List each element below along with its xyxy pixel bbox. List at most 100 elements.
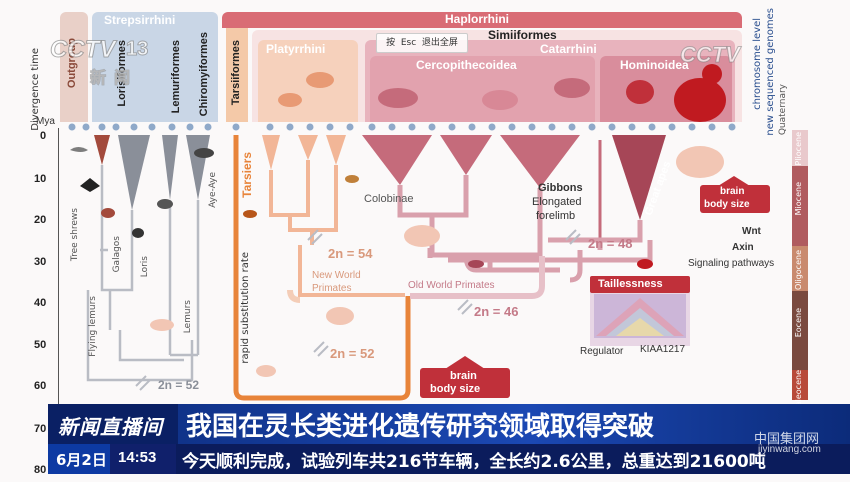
mya-label: Mya: [36, 116, 55, 127]
tree-shrews-label: Tree shrews: [70, 208, 80, 262]
chromosome-52-strep: 2n = 52: [158, 378, 200, 392]
cctv-logo: CCTV 13 新闻: [49, 36, 160, 88]
cercopithecoidea-label: Cercopithecoidea: [416, 58, 517, 72]
haplorrhini-header: [222, 12, 742, 28]
epoch-bar: [792, 130, 808, 400]
catarrhini-label: Catarrhini: [540, 42, 597, 56]
outgroup-cone: [94, 135, 110, 165]
ticker-text: 今天顺利完成，试验列车共216节车辆，全长约2.6公里，总重达到21600吨: [182, 452, 766, 472]
signaling-label: Signaling pathways: [688, 258, 775, 269]
flying-lemurs-label: Flying lemurs: [88, 296, 98, 357]
cctv-channel-number: 13: [125, 38, 149, 61]
cercopith-cone-2: [500, 135, 580, 188]
watermark-url: jiyinwang.com: [758, 444, 821, 455]
new-world-primates-label: Primates: [312, 283, 352, 294]
body-size-label-lower: body size: [430, 383, 481, 395]
platyrrhini-branches: [269, 160, 405, 297]
epoch-miocene: [792, 166, 808, 246]
gene-label: KIAA1217: [640, 344, 686, 355]
ticker-date: 6月2日: [56, 451, 107, 469]
genome-dot-row: [68, 123, 736, 131]
y-tick-20: 20: [34, 214, 47, 226]
tarsier-branch: [233, 135, 411, 401]
headline-text: 我国在灵长类进化遗传研究领域取得突破: [186, 412, 655, 442]
platyrrhini-branch-join: [287, 289, 301, 303]
chromosome-54: 2n = 54: [328, 246, 373, 261]
y-axis-line: [58, 128, 59, 473]
y-tick-70: 70: [34, 423, 47, 435]
platyrrhini-cone-2: [298, 135, 318, 160]
lemurs-label: Lemurs: [183, 300, 193, 334]
new-world-label: New World: [312, 270, 361, 281]
tailless-header: [590, 276, 690, 293]
y-tick-40: 40: [34, 297, 47, 309]
news-ticker: [48, 444, 850, 474]
news-program-logo: 新闻直播间: [48, 404, 178, 444]
simiiformes-label: Simiiformes: [488, 28, 557, 42]
catarrhini-branches: [397, 175, 653, 283]
aye-aye-label: Aye-Aye: [208, 172, 218, 208]
strep-branches: [86, 165, 200, 382]
old-world-join: [410, 256, 545, 299]
colobinae-cone: [362, 135, 432, 185]
strepsirrhini-header: [92, 12, 218, 122]
headline-banner: [48, 404, 850, 444]
epoch-pliocene: [792, 130, 808, 166]
y-tick-50: 50: [34, 339, 47, 351]
brain-body-box-upper: [700, 185, 770, 213]
chromosome-46: 2n = 46: [474, 304, 519, 319]
y-tick-30: 30: [34, 256, 47, 268]
loris-label: Loris: [140, 256, 150, 278]
rapid-rate-label: rapid substitution rate: [240, 252, 251, 364]
y-tick-60: 60: [34, 380, 47, 392]
epoch-paleocene: [792, 370, 808, 400]
gibbons-label: Gibbons: [538, 182, 583, 194]
ticker-date-box: 6月2日: [48, 444, 110, 474]
elongated-label: Elongated: [532, 196, 582, 208]
cctv-logo-text: CCTV: [49, 36, 116, 64]
brain-body-box-lower: [420, 368, 510, 398]
platyrrhini-label: Platyrrhini: [266, 42, 326, 56]
brain-label-lower: brain: [450, 370, 477, 382]
cercopith-cone: [440, 135, 492, 175]
y-tick-80: 80: [34, 464, 47, 476]
body-size-label-upper: body size: [704, 199, 750, 210]
platyrrhini-cone-3: [326, 135, 346, 165]
chromosome-48: 2n = 48: [588, 236, 633, 251]
cctv-channel-sub: 新闻: [89, 68, 139, 88]
great-apes-cone: [612, 135, 666, 220]
strepsirrhini-label: Strepsirrhini: [104, 13, 176, 27]
y-tick-10: 10: [34, 173, 47, 185]
small-animal-silhouettes: [70, 146, 724, 377]
tarsiiformes-header: [226, 12, 248, 122]
colobinae-label: Colobinae: [364, 193, 414, 205]
brain-label-upper: brain: [720, 186, 745, 197]
epoch-oligocene: [792, 246, 808, 291]
wnt-label: Wnt: [742, 226, 761, 237]
platyrrhini-cone-1: [262, 135, 280, 170]
epoch-eocene: [792, 291, 808, 370]
outgroup-header: [60, 12, 88, 122]
regulator-label: Regulator: [580, 346, 624, 357]
old-world-label: Old World Primates: [408, 280, 495, 291]
forelimb-label: forelimb: [536, 210, 576, 222]
ticker-time-box: 14:53: [110, 444, 176, 474]
galagos-label: Galagos: [112, 236, 122, 273]
chiromyiformes-cone: [186, 135, 210, 200]
primate-silhouettes: [278, 64, 726, 122]
watermark: 中国集团网: [754, 432, 820, 447]
lorisiformes-cone: [118, 135, 150, 210]
tarsiers-label: Tarsiers: [240, 152, 254, 198]
dna-icons: [135, 229, 581, 391]
haplorrhini-label: Haplorrhini: [445, 12, 510, 26]
esc-hint[interactable]: 按 Esc 退出全屏: [376, 33, 468, 53]
axin-label: Axin: [732, 242, 754, 253]
hominoidea-label: Hominoidea: [620, 58, 689, 72]
lemuriformes-cone: [162, 135, 178, 200]
cctv-logo-right: CCTV: [680, 42, 741, 68]
chromosome-52: 2n = 52: [330, 346, 375, 361]
y-tick-0: 0: [40, 130, 47, 142]
news-program-name: 新闻直播间: [58, 415, 163, 439]
